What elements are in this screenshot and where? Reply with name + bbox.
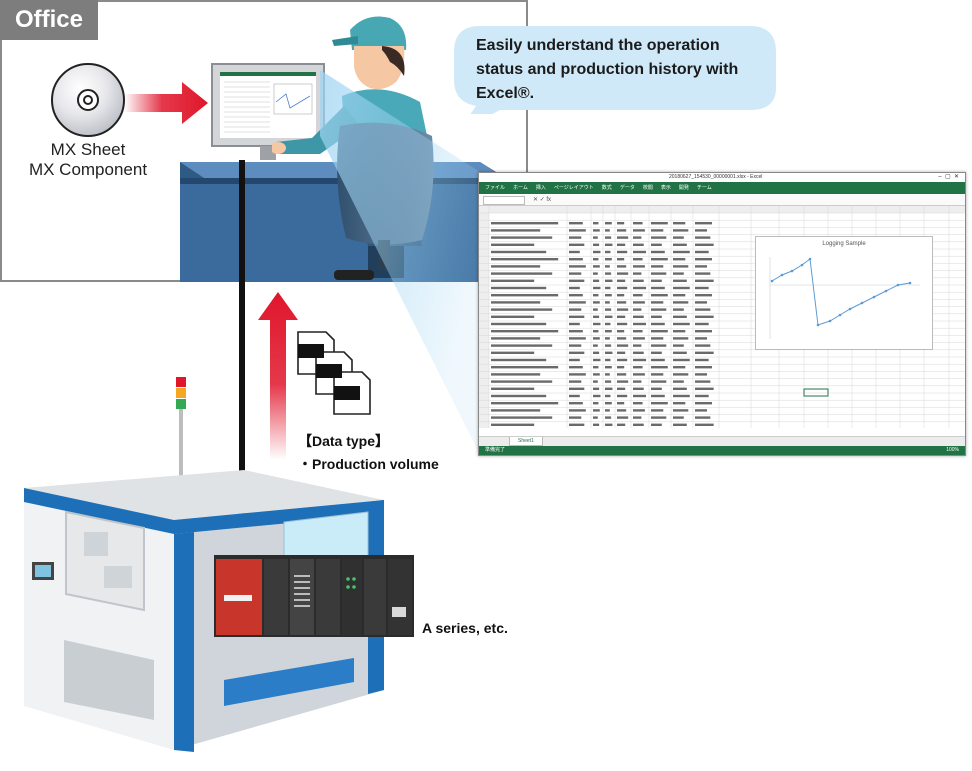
window-controls-icon[interactable]: – ▢ ✕	[938, 174, 959, 180]
data-files-icon	[297, 331, 371, 415]
status-text: 準備完了	[485, 447, 506, 453]
network-cable	[239, 160, 245, 560]
ribbon-tab[interactable]: チーム	[696, 185, 712, 191]
cd-rom-icon	[51, 63, 125, 137]
software-name-2: MX Component	[28, 160, 148, 179]
ribbon-tab[interactable]: ファイル	[485, 185, 506, 191]
excel-chart[interactable]: Logging Sample	[755, 236, 933, 350]
ribbon-tab[interactable]: 挿入	[535, 185, 546, 191]
spreadsheet-grid[interactable]	[479, 206, 965, 428]
office-tag: Office	[0, 0, 98, 40]
ribbon-tab[interactable]: ページレイアウト	[553, 185, 594, 191]
chart-title: Logging Sample	[822, 241, 866, 247]
speech-line-3: Excel®.	[476, 85, 535, 102]
software-name-1: MX Sheet	[50, 140, 126, 159]
plc-caption: A series, etc.	[422, 620, 508, 636]
excel-status-bar: 準備完了 100%	[479, 446, 965, 455]
ribbon-tab[interactable]: 開発	[678, 185, 689, 191]
speech-text: Easily understand the operation status a…	[476, 34, 766, 106]
data-type-heading: 【Data type】	[298, 433, 390, 449]
formula-bar[interactable]: ✕ ✓ fx	[479, 195, 965, 206]
ribbon-tab[interactable]: 数式	[601, 185, 612, 191]
excel-ribbon: ファイル ホーム 挿入 ページレイアウト 数式 データ 校閲 表示 開発 チーム	[479, 182, 965, 194]
ribbon-tab[interactable]: 表示	[660, 185, 671, 191]
ribbon-tabs: ファイル ホーム 挿入 ページレイアウト 数式 データ 校閲 表示 開発 チーム	[479, 182, 965, 194]
speech-line-2: status and production history with	[476, 61, 739, 78]
ribbon-tab[interactable]: ホーム	[513, 185, 528, 191]
chart-plot	[769, 257, 920, 339]
sheet-tab[interactable]: Sheet1	[509, 437, 543, 446]
speech-bubble	[454, 26, 776, 114]
data-upload-arrow	[258, 292, 298, 460]
install-arrow	[124, 82, 208, 124]
ribbon-tab[interactable]: 校閲	[642, 185, 653, 191]
plc-module	[214, 555, 414, 637]
fx-icon: ✕ ✓ fx	[533, 197, 552, 203]
data-type-item: ・Production volume	[298, 456, 439, 472]
zoom-beam	[320, 70, 480, 455]
ribbon-tab[interactable]: データ	[619, 185, 635, 191]
excel-window: 20180627_154530_00000001.xlsx - Excel – …	[478, 172, 966, 456]
name-box[interactable]	[483, 196, 525, 205]
sheet-tab-bar: Sheet1	[479, 436, 965, 446]
monitor	[211, 63, 325, 160]
signal-tower	[176, 377, 186, 489]
excel-title: 20180627_154530_00000001.xlsx - Excel	[669, 174, 763, 180]
data-type-caption: 【Data type】 ・Production volume	[298, 430, 439, 476]
zoom-level: 100%	[946, 447, 959, 453]
excel-title-bar: 20180627_154530_00000001.xlsx - Excel – …	[479, 173, 965, 182]
speech-line-1: Easily understand the operation	[476, 37, 720, 54]
